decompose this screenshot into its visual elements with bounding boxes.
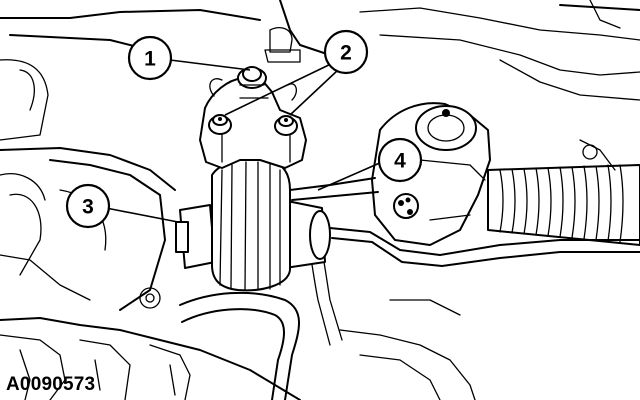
callout-2-label: 2 [340, 42, 352, 65]
steering-rack-assembly [289, 102, 640, 267]
callout-4: 4 [317, 137, 423, 191]
callout-2: 2 [224, 29, 369, 116]
callout-1: 1 [127, 35, 251, 81]
engine-mount [175, 66, 331, 292]
mount-bolt-right [274, 115, 298, 136]
callout-1-label: 1 [144, 48, 156, 71]
callout-4-label: 4 [394, 150, 406, 173]
mount-bolt-left [208, 114, 232, 135]
callout-3-label: 3 [82, 196, 94, 219]
figure-id-label: A0090573 [6, 374, 96, 395]
callout-3: 3 [65, 183, 179, 229]
